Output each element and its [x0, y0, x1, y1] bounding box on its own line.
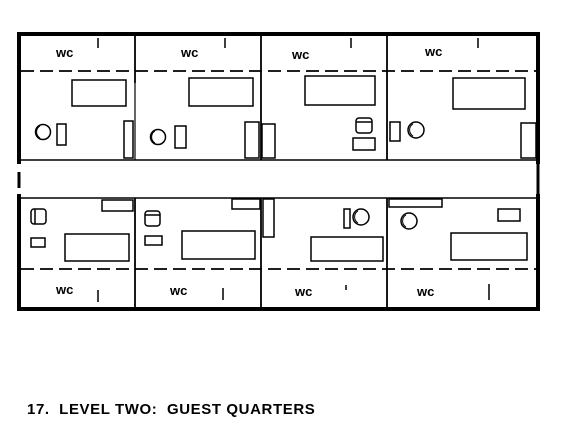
- wc-label-top-1: wc: [55, 45, 73, 60]
- shelf: [101, 199, 134, 212]
- outer-wall: [17, 32, 540, 311]
- stool-shading: [36, 123, 414, 228]
- chair: [343, 208, 351, 229]
- bed-bottom-2: [181, 230, 256, 260]
- stool: [149, 128, 167, 146]
- wc-label-bottom-1: wc: [55, 282, 73, 297]
- stool-shade: [151, 130, 156, 144]
- bed-bottom-3: [310, 236, 384, 262]
- wc-label-bottom-3: wc: [294, 284, 312, 299]
- side-table: [497, 208, 521, 222]
- armchair: [144, 210, 161, 227]
- stool-shade: [354, 210, 359, 224]
- bed-top-3: [304, 75, 376, 106]
- bed-top-4: [452, 77, 526, 110]
- armchair: [30, 208, 47, 225]
- bed-top-2: [188, 77, 254, 107]
- room-dividers: [134, 34, 388, 309]
- wc-label-top-4: wc: [424, 44, 442, 59]
- stool-shade: [36, 125, 41, 139]
- wardrobe: [244, 121, 260, 159]
- corridor-openings: [14, 164, 543, 194]
- beds: [64, 75, 528, 262]
- stool: [352, 208, 370, 226]
- shelf: [388, 198, 443, 208]
- wc-label-top-3: wc: [291, 47, 309, 62]
- bed-top-1: [71, 79, 127, 107]
- chair: [56, 123, 67, 146]
- side-table: [30, 237, 46, 248]
- round-fixtures: [34, 121, 425, 230]
- stool-shade: [402, 214, 407, 228]
- figure-caption: 17. LEVEL TWO: GUEST QUARTERS: [27, 401, 316, 418]
- armchair: [355, 117, 373, 134]
- wardrobe: [261, 123, 276, 159]
- chair: [174, 125, 187, 149]
- wardrobe: [123, 120, 134, 159]
- outer-walls: [17, 32, 540, 311]
- armchairs: [30, 117, 373, 227]
- partition-ticks: [97, 38, 490, 302]
- wc-labels: wc wc wc wc wc wc wc wc: [55, 44, 442, 299]
- furniture: [30, 120, 537, 248]
- stool: [34, 123, 52, 141]
- wardrobe: [520, 122, 537, 159]
- bed-bottom-4: [450, 232, 528, 261]
- side-table: [144, 235, 163, 246]
- stool: [400, 212, 418, 230]
- wc-label-top-2: wc: [180, 45, 198, 60]
- chair: [389, 121, 401, 142]
- bed-bottom-1: [64, 233, 130, 262]
- stool: [407, 121, 425, 139]
- corridor-opening-marks: [17, 164, 540, 194]
- wardrobe: [262, 198, 275, 238]
- stool-shade: [409, 123, 414, 137]
- side-table: [352, 137, 376, 151]
- wc-partitions: [21, 70, 536, 270]
- wc-label-bottom-4: wc: [416, 284, 434, 299]
- wc-label-bottom-2: wc: [169, 283, 187, 298]
- shelf: [231, 198, 261, 210]
